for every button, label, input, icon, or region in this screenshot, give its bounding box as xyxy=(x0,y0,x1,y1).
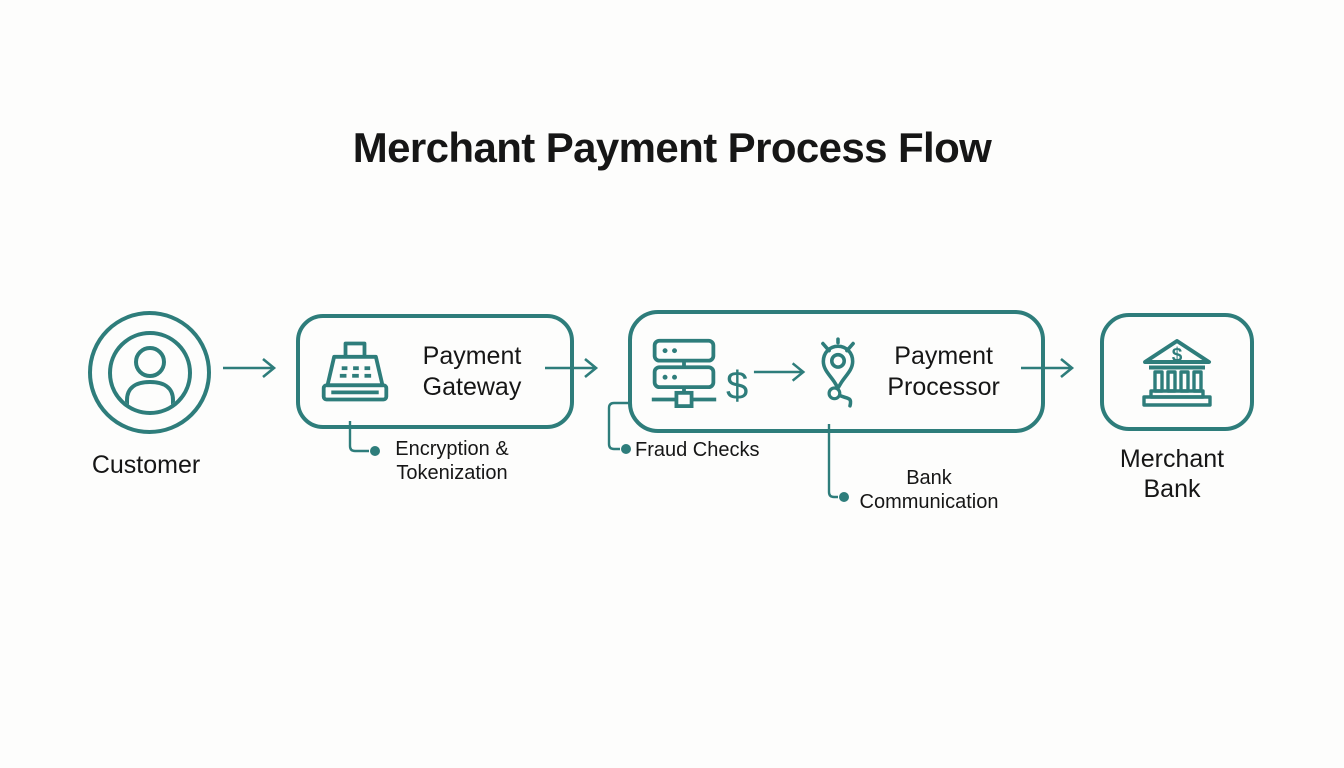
bank-communication-annotation: Bank Communication xyxy=(859,467,999,513)
arrow-fraud-to-pin xyxy=(754,361,806,382)
node-merchant-bank: $ xyxy=(1100,313,1254,431)
processor-label: Payment Processor xyxy=(887,342,1000,401)
cash-register-icon xyxy=(321,341,389,401)
user-avatar-icon xyxy=(107,330,192,415)
connector-bank-communication xyxy=(827,424,849,502)
arrow-gateway-to-processor xyxy=(545,357,599,379)
dollar-sign: $ xyxy=(726,363,749,408)
location-pin-hook-icon xyxy=(821,336,856,408)
node-payment-processor: $ Payment Processor xyxy=(628,310,1045,433)
server-network-icon xyxy=(651,338,717,408)
gateway-label: Payment Gateway xyxy=(422,342,522,401)
node-customer xyxy=(88,311,211,434)
encryption-annotation: Encryption & Tokenization xyxy=(395,438,509,484)
arrow-processor-to-bank xyxy=(1021,357,1075,379)
bank-building-icon: $ xyxy=(1142,339,1212,407)
arrow-customer-to-gateway xyxy=(223,357,277,379)
merchant-bank-label: Merchant Bank xyxy=(1119,445,1225,503)
connector-encryption xyxy=(348,421,380,456)
fraud-checks-annotation: Fraud Checks xyxy=(635,439,760,461)
node-payment-gateway: Payment Gateway xyxy=(296,314,574,429)
connector-fraud-checks xyxy=(607,401,631,454)
page-title: Merchant Payment Process Flow xyxy=(352,124,992,171)
customer-label: Customer xyxy=(91,451,201,479)
bank-roof-dollar: $ xyxy=(1172,345,1183,366)
